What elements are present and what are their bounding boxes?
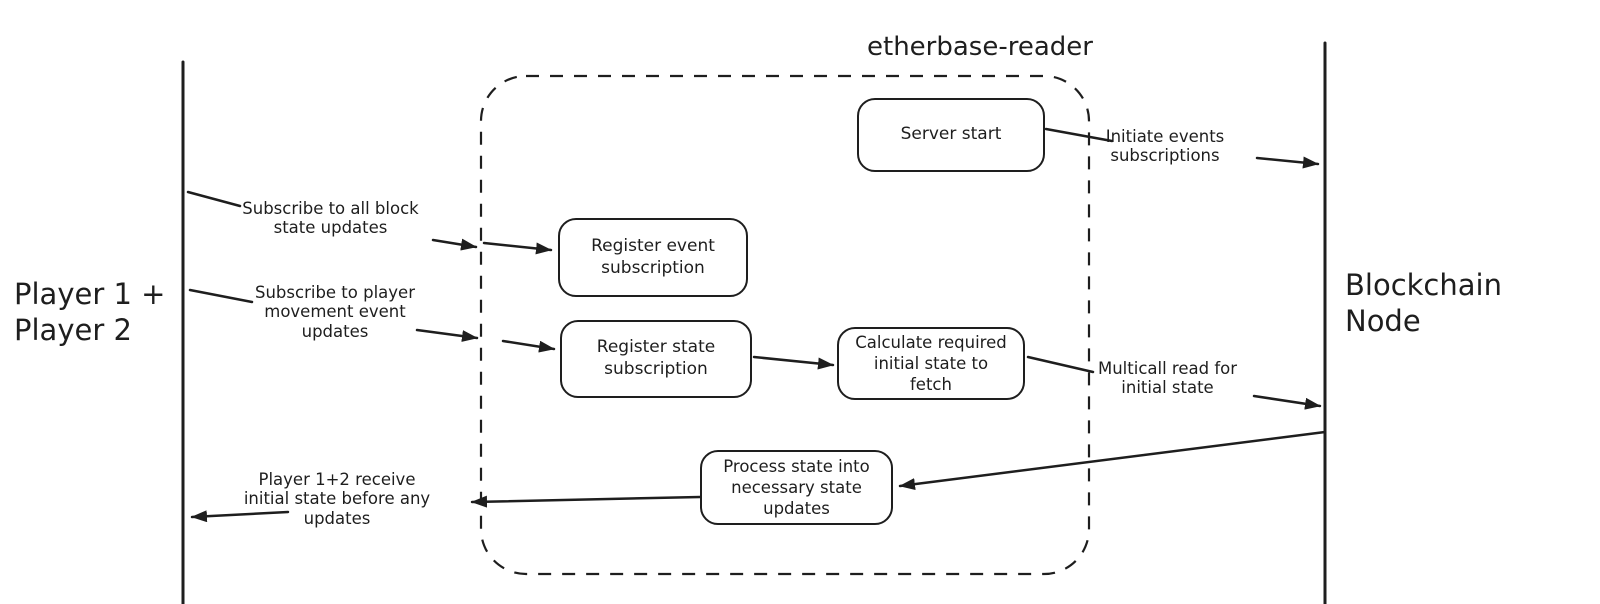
- actor-players-label: Player 1 + Player 2: [14, 277, 166, 348]
- label-multicall-read: Multicall read for initial state: [1097, 359, 1238, 398]
- box-process-state: Process state into necessary state updat…: [700, 450, 893, 525]
- box-calculate-required-state: Calculate required initial state to fetc…: [837, 327, 1025, 400]
- connector-player-to-subscribe-block-label: [186, 190, 242, 208]
- arrow-receive-label-to-player: [190, 510, 290, 523]
- box-server-start: Server start: [857, 98, 1045, 172]
- arrow-node-to-process-state: [898, 430, 1327, 491]
- arrow-subscribe-player-to-border: [415, 328, 479, 342]
- connector-server-to-initiate-label: [1044, 127, 1114, 143]
- connector-calculate-to-multicall-label: [1026, 355, 1095, 374]
- arrow-border-to-register-event: [482, 241, 553, 255]
- box-register-event-subscription: Register event subscription: [558, 218, 748, 297]
- box-register-state-subscription: Register state subscription: [560, 320, 752, 398]
- arrow-initiate-subscriptions-to-node: [1255, 156, 1320, 169]
- diagram-title: etherbase-reader: [867, 32, 1093, 62]
- arrow-border-to-register-state: [501, 339, 556, 353]
- arrow-register-state-to-calculate: [752, 355, 835, 370]
- actor-blockchain-node-label: Blockchain Node: [1345, 268, 1502, 339]
- arrow-multicall-to-node: [1252, 394, 1322, 410]
- label-subscribe-block-updates: Subscribe to all block state updates: [242, 199, 419, 238]
- arrow-process-state-to-receive-label: [470, 495, 702, 508]
- label-subscribe-player-updates: Subscribe to player movement event updat…: [255, 283, 415, 341]
- arrow-subscribe-block-to-border: [431, 238, 478, 251]
- label-initiate-events-subscriptions: Initiate events subscriptions: [1105, 127, 1225, 166]
- connector-player-to-subscribe-player-label: [188, 288, 254, 304]
- label-receive-initial-state: Player 1+2 receive initial state before …: [243, 470, 431, 528]
- etherbase-reader-container: [479, 74, 1091, 576]
